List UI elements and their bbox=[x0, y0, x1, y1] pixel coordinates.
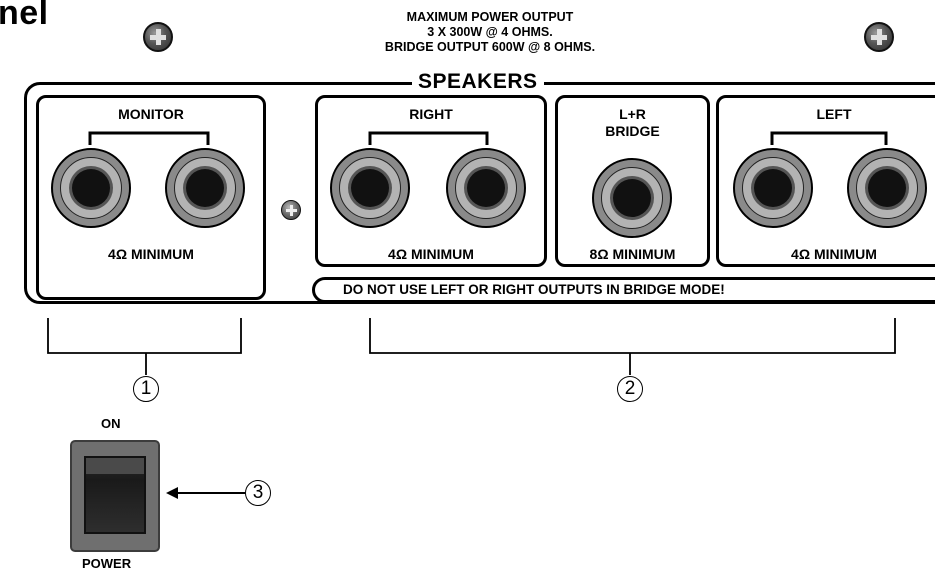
panel-screw-icon bbox=[281, 200, 301, 220]
rocker-highlight bbox=[86, 458, 144, 474]
monitor-output-group: MONITOR 4Ω MINIMUM bbox=[36, 95, 266, 300]
callout-2-marker: 2 bbox=[617, 376, 643, 402]
bridge-label-line-1: L+R bbox=[619, 106, 646, 122]
left-jack-2[interactable] bbox=[847, 148, 927, 228]
right-output-group: RIGHT 4Ω MINIMUM bbox=[315, 95, 547, 267]
left-output-group: LEFT 4Ω MINIMUM bbox=[716, 95, 935, 267]
bridge-label-line-2: BRIDGE bbox=[605, 123, 660, 139]
left-impedance-label: 4Ω MINIMUM bbox=[791, 246, 877, 262]
monitor-impedance-label: 4Ω MINIMUM bbox=[108, 246, 194, 262]
callout-2-bracket bbox=[369, 318, 896, 354]
bridge-mode-warning: DO NOT USE LEFT OR RIGHT OUTPUTS IN BRID… bbox=[312, 277, 935, 303]
callout-3-marker: 3 bbox=[245, 480, 271, 506]
spec-line-1: MAXIMUM POWER OUTPUT bbox=[406, 10, 574, 24]
power-switch[interactable] bbox=[70, 440, 160, 552]
right-jack-1[interactable] bbox=[330, 148, 410, 228]
speakers-label: SPEAKERS bbox=[412, 70, 544, 94]
mounting-screw-right-icon bbox=[864, 22, 894, 52]
mounting-screw-left-icon bbox=[143, 22, 173, 52]
bridge-impedance-label: 8Ω MINIMUM bbox=[589, 246, 676, 262]
left-label: LEFT bbox=[816, 106, 852, 122]
monitor-link-bracket bbox=[88, 131, 210, 145]
monitor-label: MONITOR bbox=[118, 106, 184, 122]
callout-1-bracket bbox=[47, 318, 242, 354]
bridge-jack[interactable] bbox=[592, 158, 672, 238]
bridge-output-group: L+R BRIDGE 8Ω MINIMUM bbox=[555, 95, 710, 267]
left-jack-1[interactable] bbox=[733, 148, 813, 228]
right-jack-2[interactable] bbox=[446, 148, 526, 228]
right-impedance-label: 4Ω MINIMUM bbox=[388, 246, 474, 262]
arrow-head-icon bbox=[166, 487, 178, 499]
left-link-bracket bbox=[770, 131, 888, 145]
monitor-jack-1[interactable] bbox=[51, 148, 131, 228]
right-link-bracket bbox=[368, 131, 489, 145]
spec-line-3: BRIDGE OUTPUT 600W @ 8 OHMS. bbox=[384, 40, 596, 54]
spec-line-2: 3 X 300W @ 4 OHMS. bbox=[427, 25, 553, 39]
page-title-fragment: nel bbox=[0, 0, 49, 32]
callout-1-marker: 1 bbox=[133, 376, 159, 402]
power-on-label: ON bbox=[101, 416, 121, 431]
power-label: POWER bbox=[82, 556, 132, 571]
power-output-spec: MAXIMUM POWER OUTPUT 3 X 300W @ 4 OHMS. … bbox=[330, 10, 650, 55]
right-label: RIGHT bbox=[409, 106, 453, 122]
monitor-jack-2[interactable] bbox=[165, 148, 245, 228]
